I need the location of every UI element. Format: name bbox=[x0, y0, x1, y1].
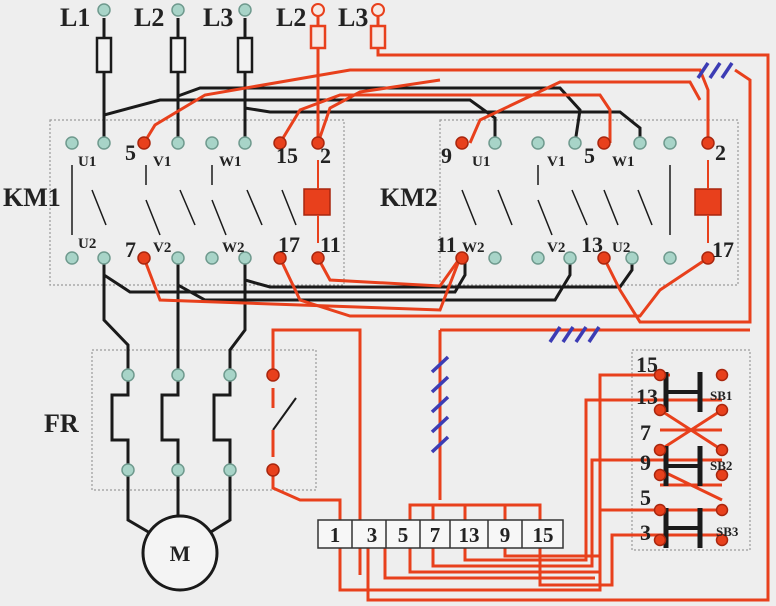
km2-bottom-label: 13 bbox=[581, 232, 603, 257]
button-enclosure bbox=[631, 349, 751, 551]
terminal-label: 9 bbox=[500, 523, 511, 547]
km2-label: KM2 bbox=[380, 183, 438, 212]
km2-top-label: W1 bbox=[612, 154, 635, 170]
km1-bottom-label: W2 bbox=[222, 240, 245, 256]
terminal-strip: 1 3 5 7 13 9 15 bbox=[317, 519, 564, 549]
terminal-label: 1 bbox=[330, 523, 341, 547]
km1-bottom-label: V2 bbox=[153, 240, 171, 256]
supply-label-l3: L3 bbox=[203, 3, 233, 32]
km1-label: KM1 bbox=[3, 183, 61, 212]
sb3-label: SB3 bbox=[716, 524, 739, 539]
km1-top-label: U1 bbox=[78, 154, 96, 170]
km2-top-label: U1 bbox=[472, 154, 490, 170]
km2-bottom-label: V2 bbox=[547, 240, 565, 256]
km1-contacts bbox=[65, 136, 325, 265]
motor-symbol bbox=[141, 514, 219, 592]
power-wiring bbox=[95, 18, 642, 542]
terminal-label: 5 bbox=[398, 523, 409, 547]
km1-top-label: W1 bbox=[219, 154, 242, 170]
fr-label: FR bbox=[44, 409, 79, 438]
control-label-l3: L3 bbox=[338, 3, 368, 32]
km2-bottom-label: W2 bbox=[462, 240, 485, 256]
supply-label-l2: L2 bbox=[134, 3, 164, 32]
terminal-label: 7 bbox=[430, 523, 441, 547]
km2-bottom-label: U2 bbox=[612, 240, 630, 256]
push-buttons bbox=[653, 368, 729, 548]
sb2-label: SB2 bbox=[710, 458, 732, 473]
km2-enclosure bbox=[439, 119, 739, 286]
km1-top-label: 5 bbox=[125, 140, 136, 165]
fr-contacts bbox=[121, 368, 280, 477]
control-wiring bbox=[142, 14, 770, 602]
km1-bottom-label: 7 bbox=[125, 237, 136, 262]
button-number: 5 bbox=[640, 485, 651, 510]
cable-bundle-marks bbox=[430, 62, 734, 454]
km2-bottom-label: 17 bbox=[712, 237, 734, 262]
terminal-label: 15 bbox=[533, 523, 554, 547]
motor-label: M bbox=[170, 541, 191, 566]
km2-top-label: 5 bbox=[584, 143, 595, 168]
supply-terminals bbox=[97, 3, 385, 17]
contact-blades bbox=[71, 165, 671, 236]
km2-top-label: V1 bbox=[547, 154, 565, 170]
km1-top-label: V1 bbox=[153, 154, 171, 170]
km2-coil bbox=[694, 188, 722, 216]
km2-top-label: 9 bbox=[441, 143, 452, 168]
km2-contacts bbox=[455, 136, 715, 265]
km1-coil bbox=[303, 188, 331, 216]
button-number: 7 bbox=[640, 420, 651, 445]
km1-top-label: 2 bbox=[320, 143, 331, 168]
km1-bottom-label: U2 bbox=[78, 236, 96, 252]
supply-label-l1: L1 bbox=[60, 3, 90, 32]
terminal-label: 13 bbox=[459, 523, 480, 547]
button-number: 13 bbox=[636, 384, 658, 409]
button-number: 15 bbox=[636, 352, 658, 377]
km1-bottom-label: 11 bbox=[320, 232, 341, 257]
km2-bottom-label: 11 bbox=[436, 232, 457, 257]
fr-enclosure bbox=[91, 349, 317, 491]
control-label-l2: L2 bbox=[276, 3, 306, 32]
button-number: 3 bbox=[640, 520, 651, 545]
terminal-label: 3 bbox=[367, 523, 378, 547]
fr-contact-blade bbox=[272, 397, 297, 431]
sb1-label: SB1 bbox=[710, 388, 732, 403]
km1-top-label: 15 bbox=[276, 143, 298, 168]
km1-bottom-label: 17 bbox=[278, 232, 300, 257]
km1-enclosure bbox=[49, 119, 345, 286]
km2-top-label: 2 bbox=[715, 140, 726, 165]
button-number: 9 bbox=[640, 450, 651, 475]
